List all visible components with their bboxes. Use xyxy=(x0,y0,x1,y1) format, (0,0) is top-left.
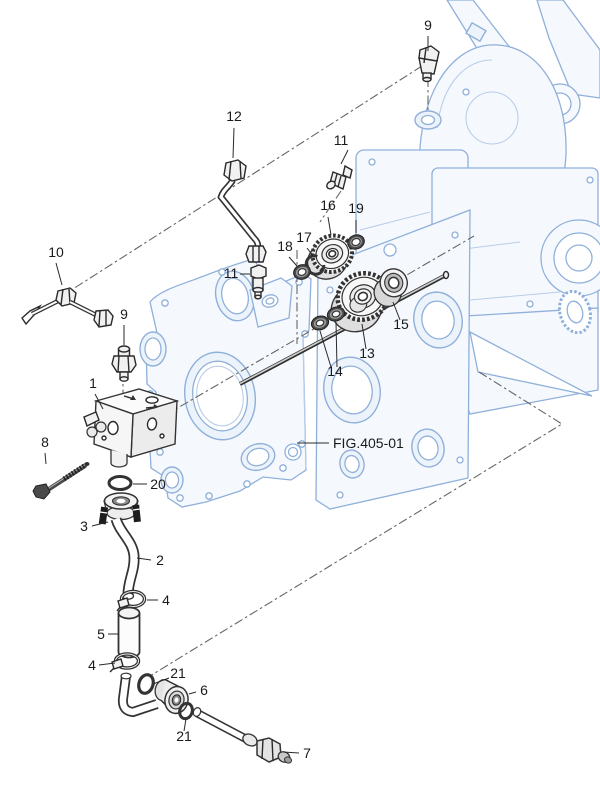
part-7-suction-tube xyxy=(192,707,292,764)
callout-21-upper-leader xyxy=(152,677,170,685)
callout-11-upper-leader xyxy=(340,149,349,165)
callout-8-leader xyxy=(44,452,47,465)
axis-line-pump-shaft xyxy=(149,235,475,425)
part-14-washers xyxy=(310,306,346,331)
transmission-housing xyxy=(355,0,600,415)
callout-16: 16 xyxy=(320,197,336,213)
callout-1: 1 xyxy=(89,375,97,391)
callout-9-left: 9 xyxy=(120,306,128,322)
callout-6: 6 xyxy=(200,682,208,698)
callout-13: 13 xyxy=(359,345,375,361)
part-9-elbow-left xyxy=(111,345,137,382)
part-6-fitting xyxy=(154,678,189,715)
part-21-o-ring-upper xyxy=(137,673,155,695)
part-20-o-ring xyxy=(107,475,133,491)
callout-12-leader xyxy=(232,127,235,159)
part-10-pipe xyxy=(21,287,114,328)
callout-14-leader xyxy=(335,321,338,368)
part-5-hose xyxy=(117,606,141,659)
axis-line-upper-diagonal xyxy=(61,65,423,297)
callout-4-lower-leader xyxy=(98,662,116,666)
callout-4-lower: 4 xyxy=(88,657,96,673)
axis-line-11-upper xyxy=(319,190,342,223)
part-8-bolt xyxy=(32,462,90,500)
callout-17: 17 xyxy=(296,229,312,245)
callout-13-leader xyxy=(361,323,367,350)
part-4-clamp-upper xyxy=(116,589,147,612)
part-15-bearing xyxy=(373,268,408,308)
callout-20: 20 xyxy=(150,476,166,492)
part-2-pipe xyxy=(110,517,140,600)
callout-17-leader xyxy=(306,247,315,258)
callout-18-leader xyxy=(288,256,298,267)
callout-8: 8 xyxy=(41,434,49,450)
callout-6-leader xyxy=(188,691,197,695)
part-suction-elbow-pipe xyxy=(117,672,159,718)
callout-16-leader xyxy=(327,216,332,236)
callout-5: 5 xyxy=(97,626,105,642)
callout-10: 10 xyxy=(48,244,64,260)
callout-2-leader xyxy=(136,557,152,561)
callout-14-leader xyxy=(319,330,332,368)
callout-15: 15 xyxy=(393,316,409,332)
callout-19: 19 xyxy=(348,200,364,216)
timing-cover-plate xyxy=(139,258,312,508)
part-9-elbow-top xyxy=(418,45,440,83)
callout-21-lower: 21 xyxy=(176,728,192,744)
part-1-pump-block xyxy=(83,388,180,468)
callout-2: 2 xyxy=(156,552,164,568)
callout-12: 12 xyxy=(226,108,242,124)
callout-7: 7 xyxy=(303,745,311,761)
callout-4-upper: 4 xyxy=(162,592,170,608)
part-19-ring xyxy=(347,234,365,250)
callout-21-lower-leader xyxy=(183,718,187,732)
callout-3-leader xyxy=(91,521,109,527)
part-11-plug-center xyxy=(250,264,267,300)
callout-10-leader xyxy=(55,262,63,286)
callout-11-center: 11 xyxy=(224,265,239,281)
part-4-clamp-lower xyxy=(109,652,141,673)
callout-7-leader xyxy=(282,751,300,754)
part-18-washer xyxy=(293,264,311,280)
part-21-o-ring-lower xyxy=(178,701,194,721)
part-12-steel-pipe xyxy=(217,159,267,263)
callout-21-upper: 21 xyxy=(170,665,186,681)
callout-1-leader xyxy=(94,393,104,410)
callout-9-top: 9 xyxy=(424,17,432,33)
part-3-flange-fitting xyxy=(98,492,141,525)
callout-18: 18 xyxy=(277,238,293,254)
callout-15-leader xyxy=(392,301,401,321)
callout-11-upper: 11 xyxy=(334,132,349,148)
callout-3: 3 xyxy=(80,518,88,534)
part-11-plug-upper xyxy=(326,164,353,190)
callout-14: 14 xyxy=(327,363,343,379)
fig-reference: FIG.405-01 xyxy=(333,435,404,451)
